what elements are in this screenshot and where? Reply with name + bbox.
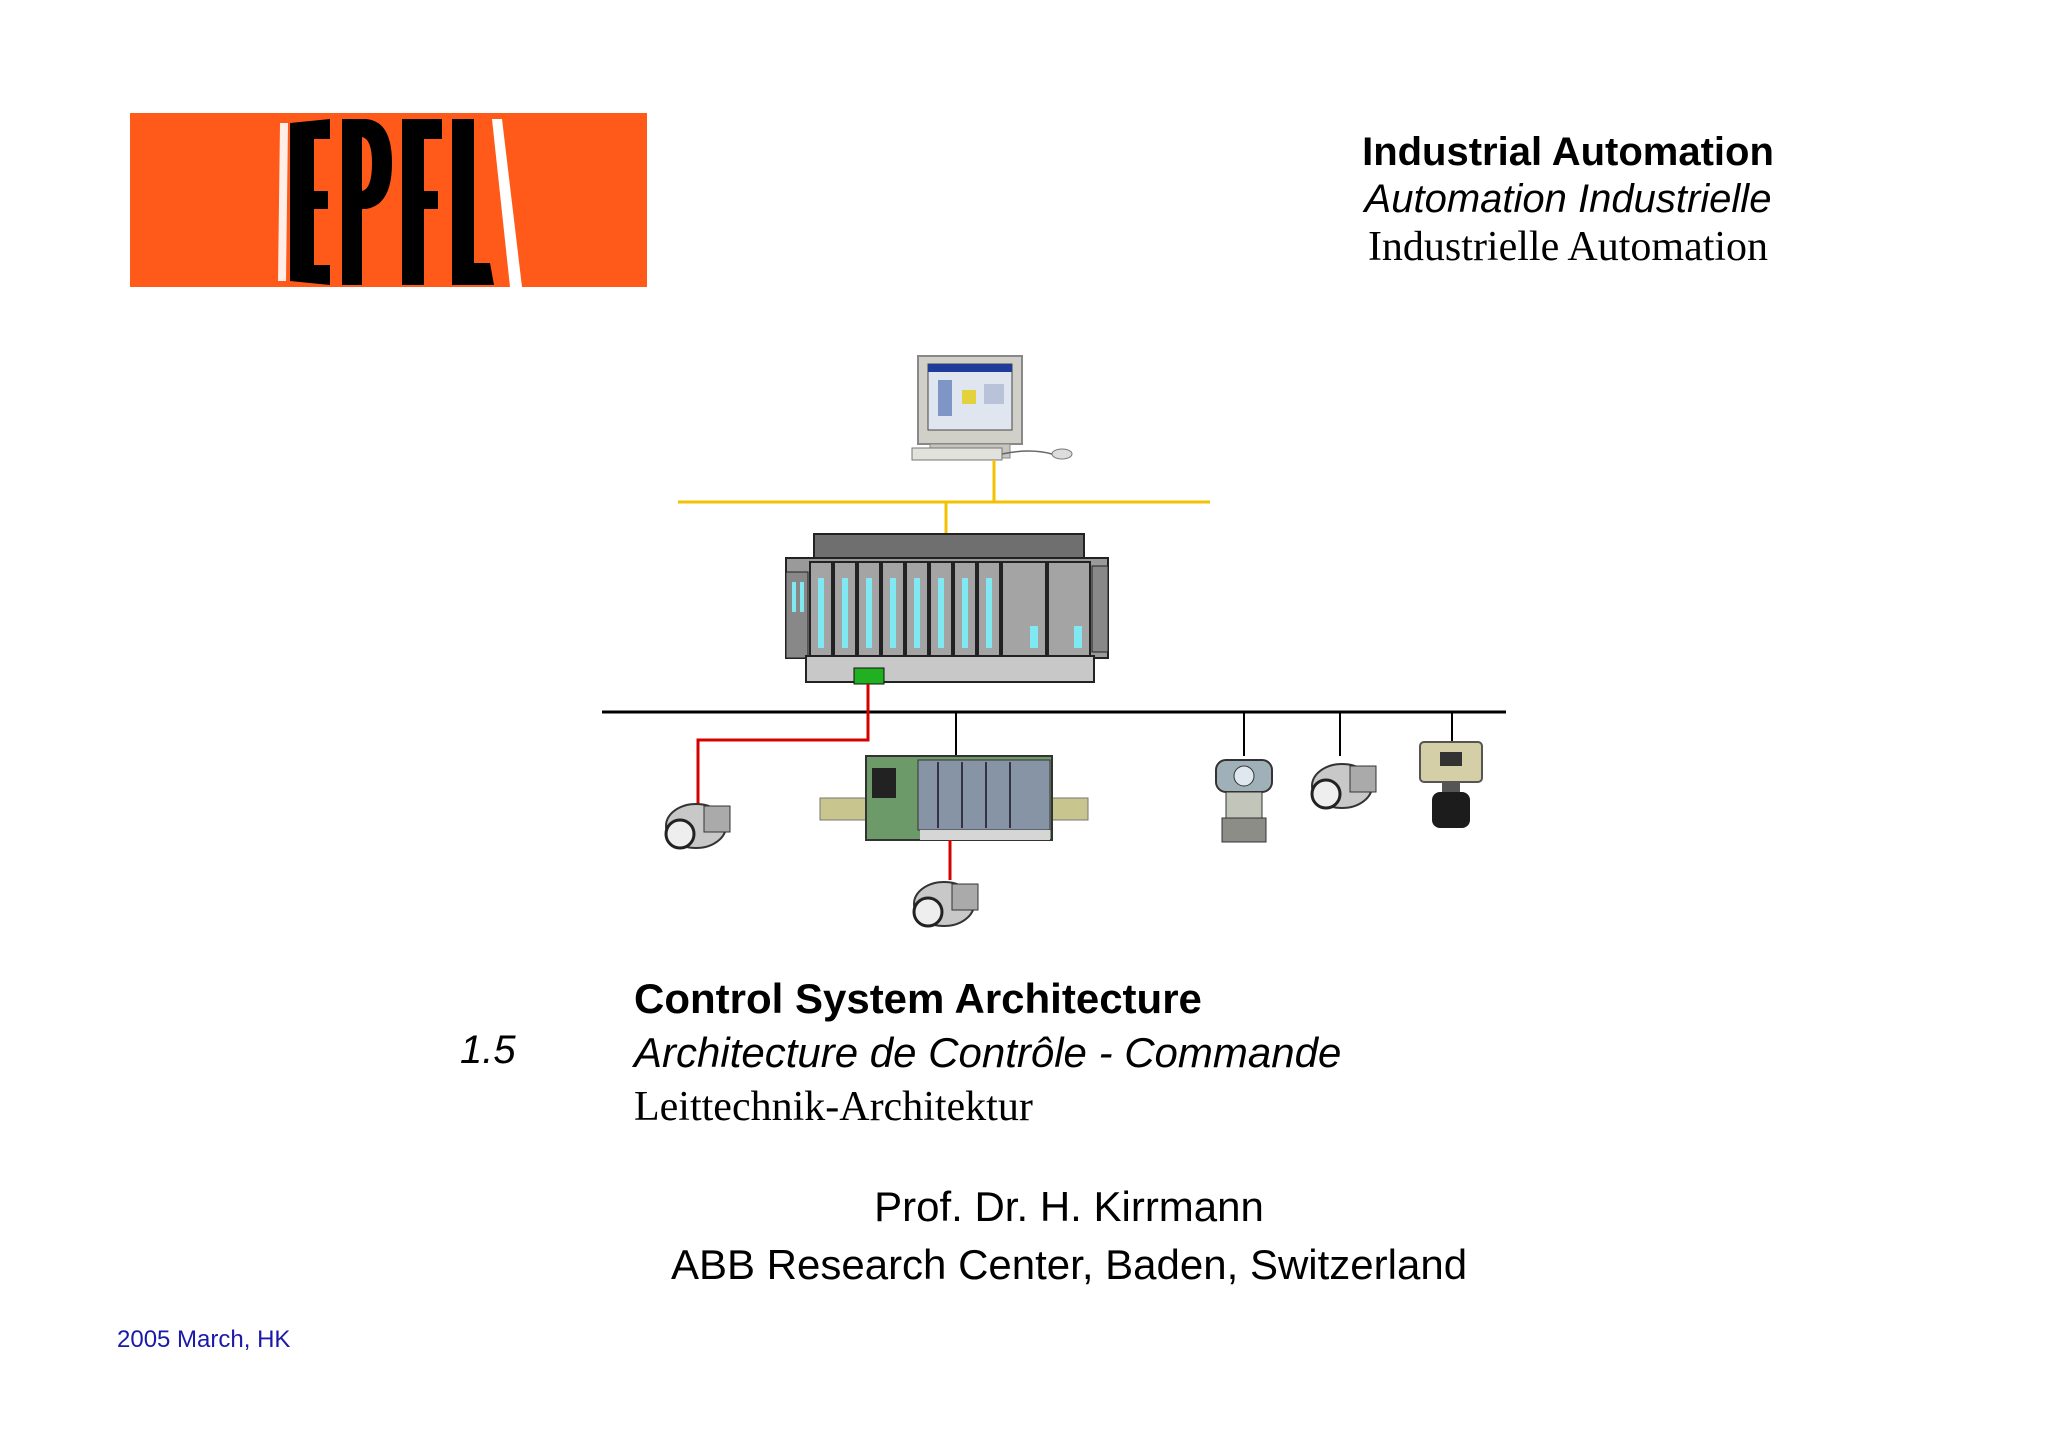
plc-rack-icon <box>785 533 1109 685</box>
course-title-en: Industrial Automation <box>1362 130 1774 174</box>
field-sensor-icon <box>1310 763 1377 810</box>
workstation-icon <box>911 355 1073 461</box>
chapter-title-fr: Architecture de Contrôle - Commande <box>634 1029 1342 1076</box>
chapter-number: 1.5 <box>460 1028 516 1072</box>
io-module-icon <box>819 755 1089 841</box>
course-title-de: Industrielle Automation <box>1367 224 1769 270</box>
chapter-title-block: Control System Architecture Architecture… <box>634 972 1341 1134</box>
flowmeter-icon <box>1419 741 1483 828</box>
chapter-title-de: Leittechnik-Architektur <box>634 1084 1033 1130</box>
pressure-transmitter-icon <box>1215 759 1273 843</box>
course-title-block: Industrial Automation Automation Industr… <box>1288 128 1848 272</box>
author-block: Prof. Dr. H. Kirrmann ABB Research Cente… <box>0 1178 2048 1294</box>
field-sensor-icon <box>664 803 731 850</box>
author-name: Prof. Dr. H. Kirrmann <box>874 1183 1264 1230</box>
footer-date: 2005 March, HK <box>117 1326 291 1353</box>
course-title-fr: Automation Industrielle <box>1364 177 1772 221</box>
field-sensor-icon <box>912 881 979 928</box>
chapter-title-en: Control System Architecture <box>634 975 1202 1022</box>
epfl-logo <box>130 113 647 287</box>
author-affiliation: ABB Research Center, Baden, Switzerland <box>670 1241 1468 1288</box>
